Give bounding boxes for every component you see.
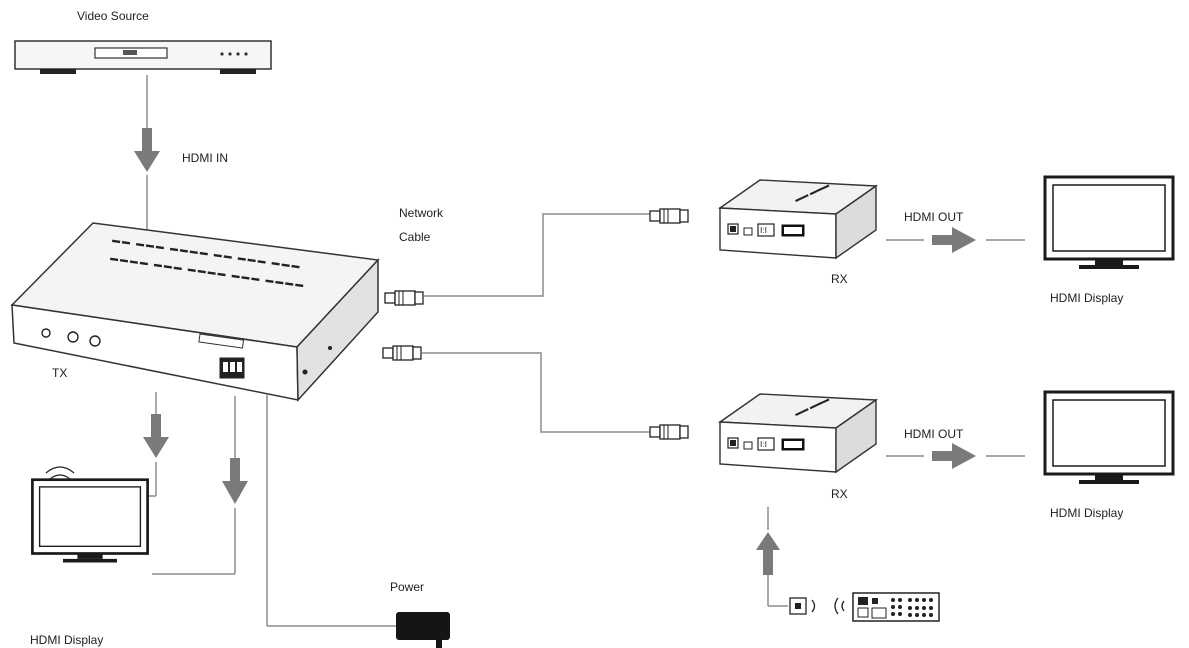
remote-control-icon: [852, 592, 940, 622]
ir-receiver-arrow: [756, 507, 788, 607]
network-cable-bottom: [382, 345, 689, 440]
rx-label-bottom: RX: [831, 487, 848, 501]
video-source-label: Video Source: [77, 9, 149, 23]
tx-label: TX: [52, 366, 68, 380]
power-label: Power: [390, 580, 425, 594]
hdmi-display-bottom: [1043, 390, 1175, 486]
tx-front-ports: [41, 328, 332, 379]
hdmi-display-top: [1043, 175, 1175, 271]
hdmi-out-label-bottom: HDMI OUT: [904, 427, 964, 441]
local-hdmi-line: [152, 396, 248, 575]
cable-label: Cable: [399, 230, 431, 244]
network-cable-top: [384, 208, 689, 306]
rx-receiver-bottom: [719, 393, 877, 473]
video-source-device: [14, 40, 272, 74]
hdmi-out-arrow-top: [886, 227, 1025, 253]
hdmi-in-label: HDMI IN: [182, 151, 228, 165]
tx-extender: ▬▬ ▬▬▬ ▬▬▬▬ ▬▬ ▬▬▬ ▬▬▬ ▬▬▬▬ ▬▬▬ ▬▬▬▬ ▬▬▬…: [10, 222, 380, 402]
hdmi-out-arrow-bottom: [886, 443, 1025, 469]
rx-receiver-top: [719, 179, 877, 259]
display-label-top: HDMI Display: [1050, 291, 1124, 305]
power-adapter-icon: [396, 612, 450, 648]
hdmi-display-local: [31, 478, 149, 564]
ir-waves-icon: [834, 597, 845, 615]
display-label-bottom: HDMI Display: [1050, 506, 1124, 520]
rx-label-top: RX: [831, 272, 848, 286]
network-label: Network: [399, 206, 444, 220]
ir-receiver-icon: [789, 597, 816, 615]
hdmi-in-arrow: [134, 128, 160, 172]
display-label-local: HDMI Display: [30, 633, 104, 647]
hdmi-out-label-top: HDMI OUT: [904, 210, 964, 224]
power-cable: [266, 394, 396, 627]
